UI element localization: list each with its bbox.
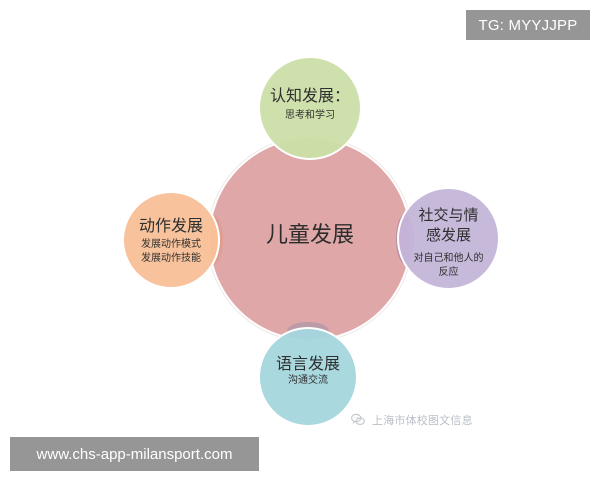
social-emotional-subtitle-line-1: 对自己和他人的 xyxy=(413,253,484,264)
website-url-banner: www.chs-app-milansport.com xyxy=(10,437,259,471)
watermark-text: 上海市体校图文信息 xyxy=(372,414,473,427)
cognitive-development-title: 认知发展： xyxy=(269,86,350,105)
social-emotional-title-line-1: 社交与情 xyxy=(418,206,479,224)
cognitive-development-subtitle: 思考和学习 xyxy=(285,110,335,121)
language-development-subtitle: 沟通交流 xyxy=(288,375,328,386)
language-development-circle xyxy=(258,327,358,427)
social-emotional-title-line-2: 感发展 xyxy=(425,226,471,245)
social-emotional-subtitle-line-2: 反应 xyxy=(438,266,459,278)
cognitive-development-circle xyxy=(258,56,362,160)
center-circle xyxy=(208,137,412,341)
social-emotional-development-circle xyxy=(397,187,500,290)
motor-development-subtitle-line-2: 发展动作技能 xyxy=(141,252,201,264)
language-development-title: 语言发展 xyxy=(275,354,340,373)
chat-bubbles-icon xyxy=(350,413,365,426)
social-emotional-development-subtitle: 对自己和他人的 反应 xyxy=(397,252,500,279)
motor-development-title: 动作发展 xyxy=(138,216,203,235)
tg-badge: TG: MYYJJPP xyxy=(466,10,590,40)
motor-development-subtitle-line-1: 发展动作模式 xyxy=(141,239,201,250)
motor-development-circle xyxy=(122,191,220,289)
center-title: 儿童发展 xyxy=(265,223,354,248)
social-emotional-development-title: 社交与情 感发展 xyxy=(397,205,500,246)
motor-development-subtitle: 发展动作模式 发展动作技能 xyxy=(122,238,220,265)
watermark: 上海市体校图文信息 xyxy=(350,410,473,430)
